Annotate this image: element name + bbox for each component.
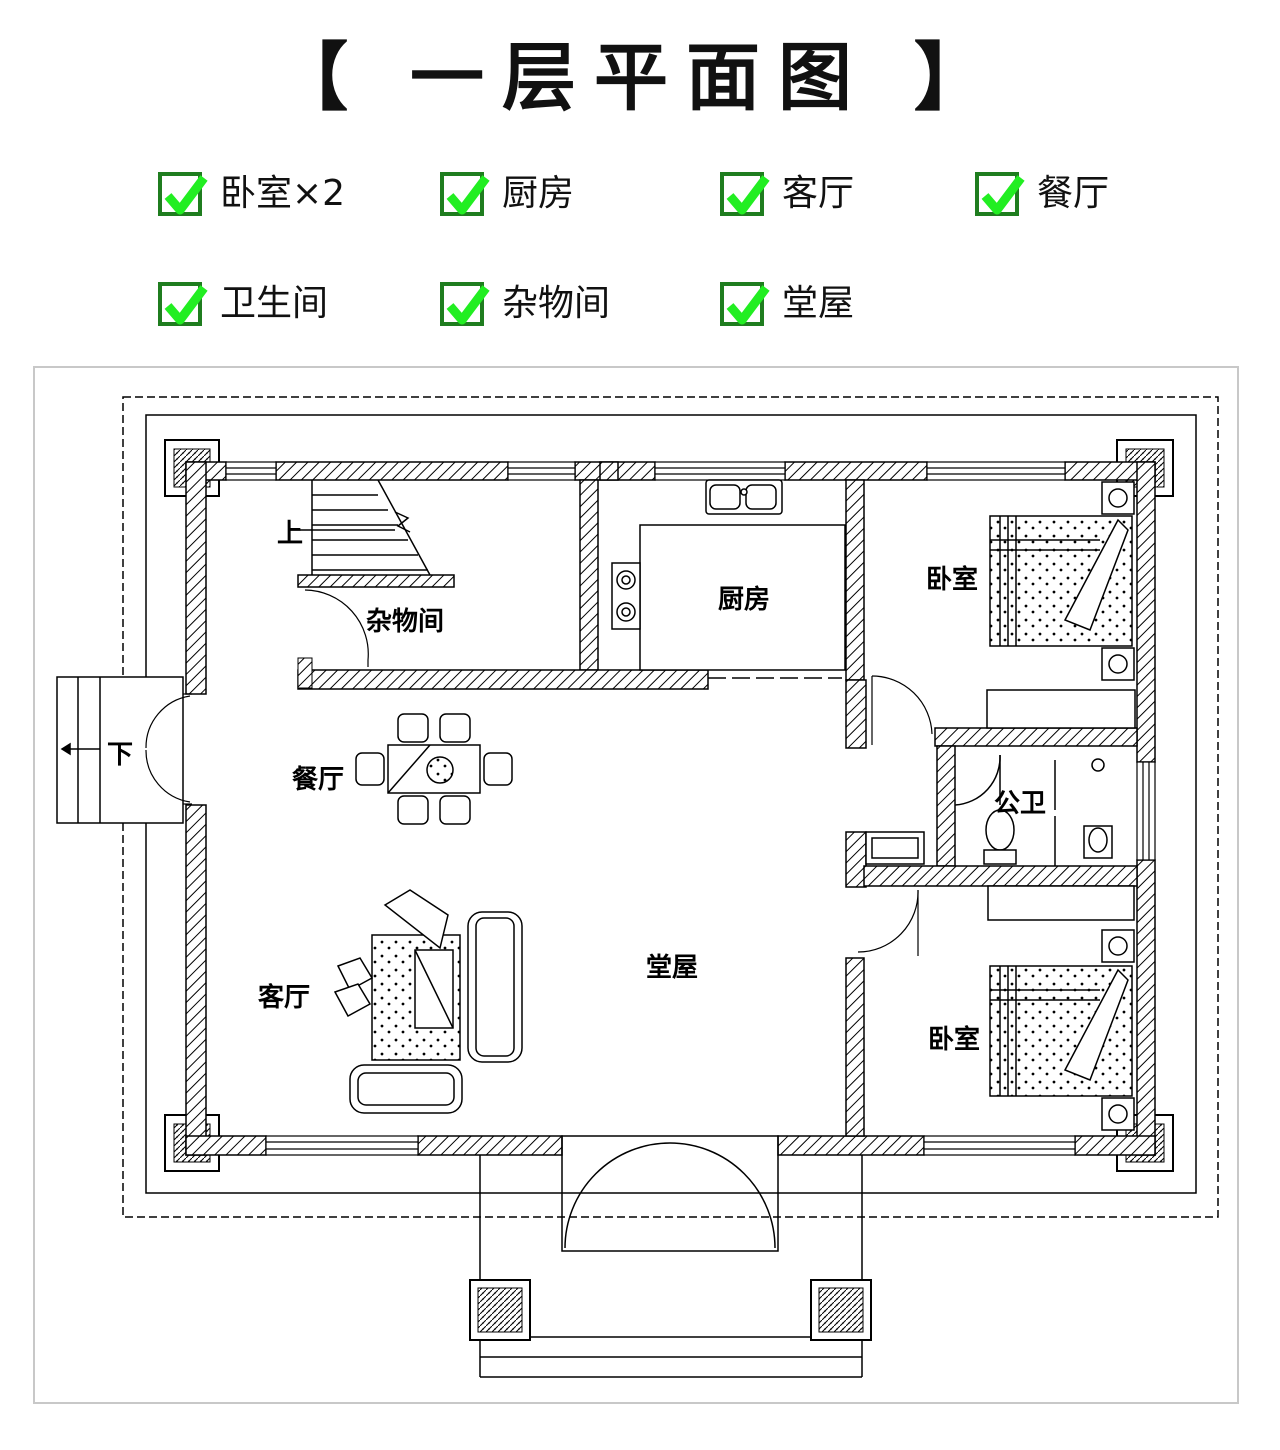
bathroom-fixtures <box>865 754 1113 866</box>
room-label-living: 客厅 <box>258 982 310 1013</box>
porch-columns <box>469 1279 872 1341</box>
checkbox-icon <box>720 282 770 326</box>
bedroom-top-furniture <box>986 481 1136 729</box>
room-label-dining: 餐厅 <box>292 765 344 795</box>
checkbox-icon <box>440 282 490 326</box>
dining-table <box>355 713 513 825</box>
floor-plan-frame <box>33 366 1239 1404</box>
bedroom-doors <box>857 675 933 956</box>
checkbox-icon <box>720 172 770 216</box>
legend-label: 客厅 <box>782 173 855 214</box>
living-furniture <box>333 889 523 1114</box>
room-label-bedroom-bottom: 卧室 <box>928 1024 980 1055</box>
kitchen-counter <box>611 479 846 679</box>
checkbox-icon <box>975 172 1025 216</box>
room-label-storage: 杂物间 <box>366 607 444 637</box>
side-entrance-steps <box>56 676 184 824</box>
legend-item-kitchen: 厨房 <box>440 170 574 218</box>
stairs-up-label: 上 <box>277 519 303 549</box>
checkbox-icon <box>440 172 490 216</box>
legend-item-dining: 餐厅 <box>975 170 1109 218</box>
checkbox-icon <box>158 172 208 216</box>
checkbox-icon <box>158 282 208 326</box>
room-label-bathroom: 公卫 <box>994 789 1046 819</box>
legend-label: 卫生间 <box>220 283 329 324</box>
legend-item-storage: 杂物间 <box>440 280 610 328</box>
side-door <box>145 693 192 805</box>
room-label-kitchen: 厨房 <box>718 585 770 615</box>
legend-label: 餐厅 <box>1037 173 1110 214</box>
legend-label: 堂屋 <box>782 283 855 324</box>
front-porch <box>479 1135 863 1378</box>
windows <box>225 461 1156 1156</box>
stairs-down-label: 下 <box>107 740 133 770</box>
legend-item-living: 客厅 <box>720 170 854 218</box>
staircase <box>300 479 431 576</box>
storage-door <box>304 589 369 667</box>
legend-label: 厨房 <box>502 173 575 214</box>
legend-item-bathroom: 卫生间 <box>158 280 328 328</box>
bedroom-bottom-furniture <box>987 885 1135 1131</box>
page-title: 【 一层平面图 】 <box>274 35 1006 121</box>
legend-label: 杂物间 <box>502 283 611 324</box>
legend-item-hall: 堂屋 <box>720 280 854 328</box>
room-label-bedroom-top: 卧室 <box>926 564 978 595</box>
room-label-hall: 堂屋 <box>646 953 698 983</box>
legend-label: 卧室×2 <box>220 173 346 214</box>
legend-item-bedroom: 卧室×2 <box>158 170 345 218</box>
